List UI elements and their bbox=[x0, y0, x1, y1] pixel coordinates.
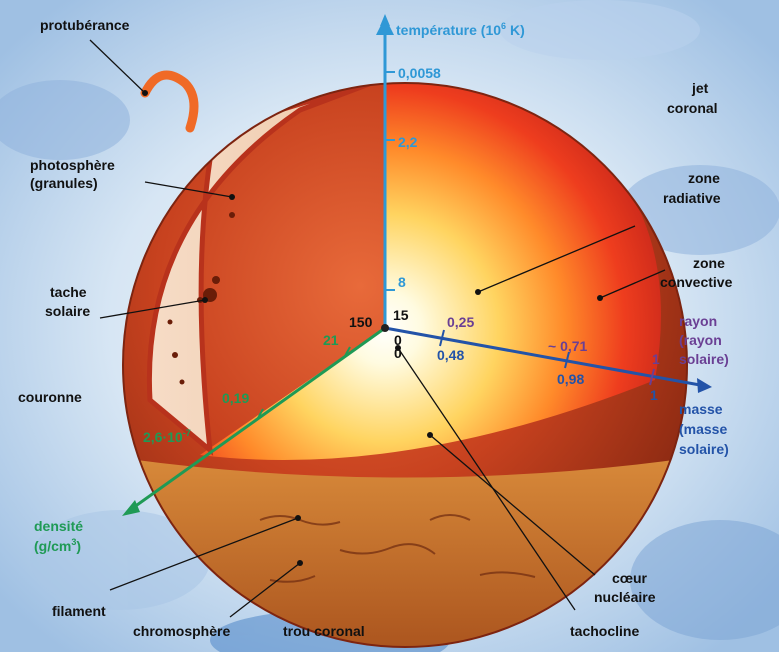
photosphere-slab bbox=[146, 83, 386, 456]
density-tick-3: 2,6·10-7 bbox=[143, 428, 191, 445]
masse-tick-1: 0,48 bbox=[437, 347, 464, 363]
temperature-tick-0: 0,0058 bbox=[398, 65, 441, 81]
label-chromosphere: chromosphère bbox=[133, 623, 230, 639]
label-protuberance: protubérance bbox=[40, 17, 130, 33]
label-coeur: cœur bbox=[612, 570, 648, 586]
masse-tick-3: 1 bbox=[650, 387, 658, 403]
density-tick-0: 150 bbox=[349, 314, 373, 330]
temperature-tick-1: 2,2 bbox=[398, 134, 418, 150]
label-solaire: solaire bbox=[45, 303, 90, 319]
label-zone-radiative-1: zone bbox=[688, 170, 720, 186]
radius-mass-axis bbox=[384, 326, 701, 387]
rayon-axis-unit-2: solaire) bbox=[679, 351, 729, 367]
temperature-axis-title: température (106 K) bbox=[396, 21, 525, 38]
label-trou-coronal: trou coronal bbox=[283, 623, 365, 639]
sunspots bbox=[167, 212, 235, 385]
label-zone-convective-2: convective bbox=[660, 274, 733, 290]
rayon-axis-unit-1: (rayon bbox=[679, 332, 722, 348]
density-tick-2: 0,19 bbox=[222, 390, 249, 406]
masse-axis-unit-1: (masse bbox=[679, 421, 727, 437]
masse-tick-0: 0 bbox=[394, 345, 402, 361]
density-tick-1: 21 bbox=[323, 332, 339, 348]
masse-axis-unit-2: solaire) bbox=[679, 441, 729, 457]
label-jet: jet bbox=[691, 80, 709, 96]
label-coronal: coronal bbox=[667, 100, 718, 116]
density-axis-unit: (g/cm3) bbox=[34, 537, 81, 554]
masse-axis-title: masse bbox=[679, 401, 723, 417]
sun-interior-cutaway bbox=[200, 83, 661, 460]
label-tache: tache bbox=[50, 284, 87, 300]
masse-tick-2: 0,98 bbox=[557, 371, 584, 387]
label-zone-radiative-2: radiative bbox=[663, 190, 721, 206]
temperature-tick-2: 8 bbox=[398, 274, 406, 290]
rayon-axis-title: rayon bbox=[679, 313, 717, 329]
label-granules: (granules) bbox=[30, 175, 98, 191]
rayon-tick-3: 1 bbox=[652, 351, 660, 367]
rayon-tick-2: ~ 0,71 bbox=[548, 338, 588, 354]
label-couronne: couronne bbox=[18, 389, 82, 405]
label-zone-convective-1: zone bbox=[693, 255, 725, 271]
label-filament: filament bbox=[52, 603, 106, 619]
density-axis bbox=[129, 326, 386, 512]
prominence-flare bbox=[140, 70, 199, 133]
label-tachocline: tachocline bbox=[570, 623, 639, 639]
rayon-tick-1: 0,25 bbox=[447, 314, 474, 330]
density-axis-title: densité bbox=[34, 518, 83, 534]
label-photosphere: photosphère bbox=[30, 157, 115, 173]
rayon-tick-0: 0 bbox=[394, 332, 402, 348]
temperature-tick-3: 15 bbox=[393, 307, 409, 323]
label-nucleaire: nucléaire bbox=[594, 589, 656, 605]
